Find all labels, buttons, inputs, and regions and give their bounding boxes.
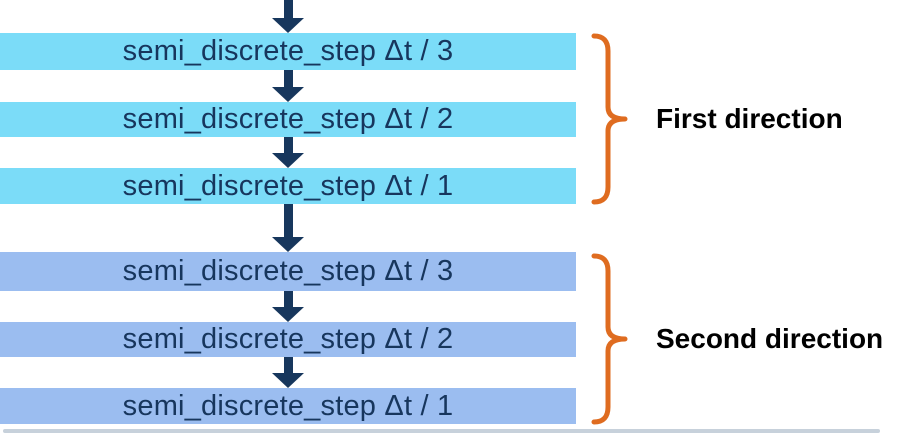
step-box-second-dt1: semi_discrete_step Δt / 1: [0, 388, 576, 424]
arrow-head-icon: [272, 153, 304, 168]
flow-arrow-incoming: [272, 0, 304, 33]
step-box-first-dt2: semi_discrete_step Δt / 2: [0, 102, 576, 137]
step-box-first-dt3: semi_discrete_step Δt / 3: [0, 33, 576, 70]
arrow-head-icon: [272, 373, 304, 388]
arrow-shaft: [283, 137, 293, 153]
first-direction-label: First direction: [656, 103, 843, 134]
arrow-head-icon: [272, 87, 304, 102]
bottom-cropped-edge: [3, 429, 880, 433]
arrow-shaft: [283, 291, 293, 307]
arrow-shaft: [283, 357, 293, 373]
arrow-shaft: [283, 0, 293, 18]
arrow-head-icon: [272, 18, 304, 33]
arrow-shaft: [283, 70, 293, 87]
flow-arrow-between-groups: [272, 204, 304, 252]
brace-second-direction-icon: [591, 253, 628, 425]
arrow-head-icon: [272, 237, 304, 252]
flow-arrow: [272, 357, 304, 388]
step-box-second-dt2: semi_discrete_step Δt / 2: [0, 322, 576, 357]
flow-arrow: [272, 137, 304, 168]
arrow-shaft: [283, 204, 293, 237]
step-box-first-dt1: semi_discrete_step Δt / 1: [0, 168, 576, 204]
step-box-second-dt3: semi_discrete_step Δt / 3: [0, 252, 576, 291]
arrow-head-icon: [272, 307, 304, 322]
flow-arrow: [272, 291, 304, 322]
brace-first-direction-icon: [591, 33, 628, 205]
second-direction-label: Second direction: [656, 323, 884, 354]
flow-arrow: [272, 70, 304, 102]
